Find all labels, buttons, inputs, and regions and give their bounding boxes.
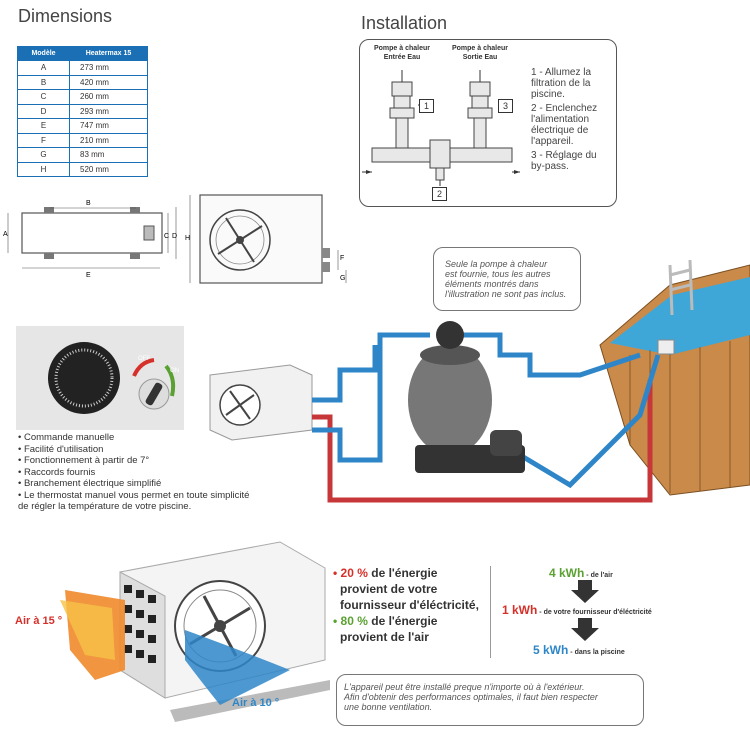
dimension-label: H	[17, 161, 70, 177]
feature-item: • Fonctionnement à partir de 7°	[18, 455, 268, 467]
arrow-down-icon-2	[571, 618, 599, 641]
step-3-marker: 3	[498, 99, 513, 113]
feature-item: • Facilité d'utilisation	[18, 444, 268, 456]
dimensions-title: Dimensions	[18, 6, 113, 26]
heat-pump-airflow-illustration	[60, 541, 330, 722]
bullet-icon: •	[18, 443, 24, 455]
bullet-icon: •	[18, 489, 24, 501]
dimension-label: D	[17, 103, 70, 119]
installation-steps: 1 - Allumez la filtration de la piscine.…	[531, 67, 615, 175]
feature-item: • Le thermostat manuel vous permet en to…	[18, 490, 268, 513]
label-b: B	[86, 200, 91, 207]
label-c: C	[164, 233, 169, 240]
feature-text: Fonctionnement à partir de 7°	[23, 455, 150, 466]
bullet-icon: •	[18, 432, 24, 443]
flow-pool: 5 kWh - dans la piscine	[533, 643, 625, 657]
installation-step: 3 - Réglage du by-pass.	[531, 150, 597, 172]
dimension-value: 293 mm	[69, 103, 148, 119]
dimension-value: 210 mm	[69, 132, 148, 148]
dimension-label: E	[17, 118, 70, 134]
flow-pool-text: - dans la piscine	[568, 649, 625, 656]
label-e: E	[86, 272, 91, 279]
dimension-value: 260 mm	[69, 89, 148, 105]
label-f: F	[340, 255, 344, 262]
flow-pool-value: 5 kWh	[533, 643, 569, 657]
step-2-marker: 2	[432, 187, 447, 201]
col-model-header: Modèle	[17, 46, 70, 61]
feature-text: Le thermostat manuel vous permet en tout…	[18, 489, 250, 513]
pool-installation-illustration	[209, 259, 750, 503]
energy-line-3: fournisseur d'éléctricité,	[340, 598, 479, 612]
energy-divider	[490, 566, 491, 658]
col-product-header: Heatermax 15	[69, 46, 148, 61]
flow-electricity-value: 1 kWh	[502, 603, 538, 617]
arrow-down-icon	[571, 580, 599, 603]
label-g: G	[340, 275, 345, 282]
flow-air-text: - de l'air	[584, 572, 613, 579]
dimension-value: 520 mm	[69, 161, 148, 177]
control-panel-photo: OFF ON	[16, 326, 184, 430]
feature-item: • Branchement électrique simplifié	[18, 478, 268, 490]
dimension-value: 747 mm	[69, 118, 148, 134]
label-a: A	[3, 231, 8, 238]
feature-text: Raccords fournis	[23, 466, 96, 478]
knob-on-label: ON	[170, 368, 179, 374]
flow-air: 4 kWh - de l'air	[549, 566, 613, 580]
energy-line-2: provient de votre	[340, 582, 438, 596]
feature-item: • Commande manuelle	[18, 432, 268, 444]
feature-text: Facilité d'utilisation	[23, 443, 104, 455]
energy-line-4: de l'énergie	[367, 614, 438, 628]
features-list: • Commande manuelle• Facilité d'utilisat…	[18, 432, 268, 513]
label-h: H	[185, 235, 190, 242]
dimension-label: B	[17, 74, 70, 90]
dimension-label: F	[17, 132, 70, 148]
note-install-text: L'appareil peut être installé preque n'i…	[344, 682, 598, 712]
feature-text: Branchement électrique simplifié	[23, 478, 162, 489]
dimension-label: C	[17, 89, 70, 105]
step-1-marker: 1	[419, 99, 434, 113]
energy-line-5: provient de l'air	[340, 630, 429, 644]
feature-text: Commande manuelle	[23, 432, 115, 443]
knob-off-label: OFF	[138, 356, 150, 362]
dimension-label: G	[17, 147, 70, 163]
bullet-icon: •	[18, 455, 24, 466]
energy-breakdown: • 20 % de l'énergie provient de votre fo…	[333, 565, 488, 645]
energy-pct-air: 80 %	[340, 614, 368, 628]
flow-air-value: 4 kWh	[549, 566, 585, 580]
label-d: D	[172, 233, 177, 240]
energy-line-1: de l'énergie	[367, 566, 438, 580]
air-out-label: Air à 10 °	[232, 697, 280, 709]
installation-title: Installation	[361, 13, 448, 33]
bullet-icon: •	[18, 466, 24, 478]
dimension-value: 83 mm	[69, 147, 148, 163]
pump-in-label: Pompe à chaleur Entrée Eau	[373, 45, 431, 61]
installation-step: 1 - Allumez la filtration de la piscine.	[531, 67, 592, 100]
flow-electricity-text: - de votre fournisseur d'éléctricité	[537, 609, 652, 616]
dimension-value: 273 mm	[69, 60, 148, 76]
pump-out-label: Pompe à chaleur Sortie Eau	[451, 45, 509, 61]
note-pump-box	[433, 247, 581, 311]
bullet-icon: •	[18, 478, 24, 489]
note-install-box	[336, 674, 644, 726]
energy-pct-electricity: 20 %	[340, 566, 368, 580]
feature-item: • Raccords fournis	[18, 467, 268, 479]
air-in-label: Air à 15 °	[15, 615, 63, 627]
dimension-value: 420 mm	[69, 74, 148, 90]
bypass-valves-drawing	[362, 70, 520, 186]
dimension-label: A	[17, 60, 70, 76]
installation-step: 2 - Enclenchez l'alimentation électrique…	[531, 103, 598, 147]
note-pump-text: Seule la pompe à chaleur est fournie, to…	[445, 259, 567, 299]
flow-electricity: 1 kWh - de votre fournisseur d'éléctrici…	[502, 603, 652, 617]
dimension-drawings: B A E C D H F G	[3, 194, 347, 284]
